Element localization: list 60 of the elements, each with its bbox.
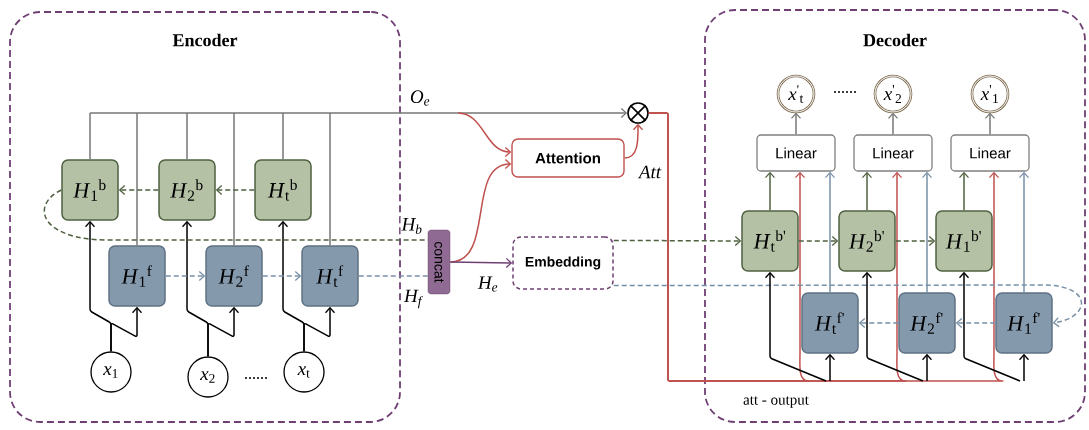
linear-box: Linear [756,134,836,172]
concat-box: concat [427,229,451,295]
arrow [215,184,255,196]
embedding-box: Embedding [512,236,614,290]
arrow [984,112,996,136]
edge-label: H$_{b}$ [400,217,424,235]
text-label: att - output [743,396,809,408]
arrow [457,112,512,158]
arrow [764,171,776,211]
hidden-state-box: H$_{t}$b' [741,210,799,272]
arrow [623,123,644,159]
linear-box: Linear [853,134,933,172]
edge-label: H$_{f}$ [403,288,423,310]
arrow [303,306,336,353]
edge-label: Att [637,164,663,180]
arrow [613,284,1083,328]
arrow [887,112,899,136]
hidden-state-box: H$_{2}$b [158,159,216,221]
edge-label: O$_{e}$ [408,89,432,107]
hidden-state-box: H$_{t}$f' [801,292,859,354]
arrow [861,271,924,382]
arrow [921,353,933,382]
arrow [921,171,933,293]
hidden-state-box: H$_{2}$f [205,245,263,307]
hidden-state-box: H$_{1}$b [61,159,119,221]
hidden-state-box: H$_{2}$f' [898,292,956,354]
arrow [89,107,628,246]
multiply-symbol [627,102,649,124]
arrow [958,171,970,211]
arrow [449,257,513,269]
hidden-state-box: H$_{t}$f [301,245,359,307]
attention-box: Attention [511,138,625,178]
hidden-state-box: H$_{2}$b' [838,210,896,272]
arrow [118,184,159,196]
arrow [958,271,1021,382]
arrow [648,112,1004,382]
arrow [955,317,996,329]
arrow [1018,171,1030,293]
arrow [262,270,302,282]
text-label: ...... [245,377,267,379]
hidden-state-box: H$_{t}$b [254,159,312,221]
arrow [110,306,143,353]
arrow [790,112,802,136]
arrow [798,235,839,247]
edge-label: H$_{e}$ [476,275,500,293]
arrow [858,317,899,329]
arrow [165,270,206,282]
arrow [824,353,836,382]
text-label: ...... [834,91,856,93]
arrow [1018,353,1030,382]
arrow [764,271,827,382]
arrow [861,171,873,211]
hidden-state-box: H$_{1}$b' [935,210,993,272]
arrow [613,235,742,247]
arrow [895,235,936,247]
arrow [824,171,836,293]
linear-box: Linear [950,134,1030,172]
hidden-state-box: H$_{1}$f' [995,292,1053,354]
hidden-state-box: H$_{1}$f [108,245,166,307]
arrow [207,306,240,358]
